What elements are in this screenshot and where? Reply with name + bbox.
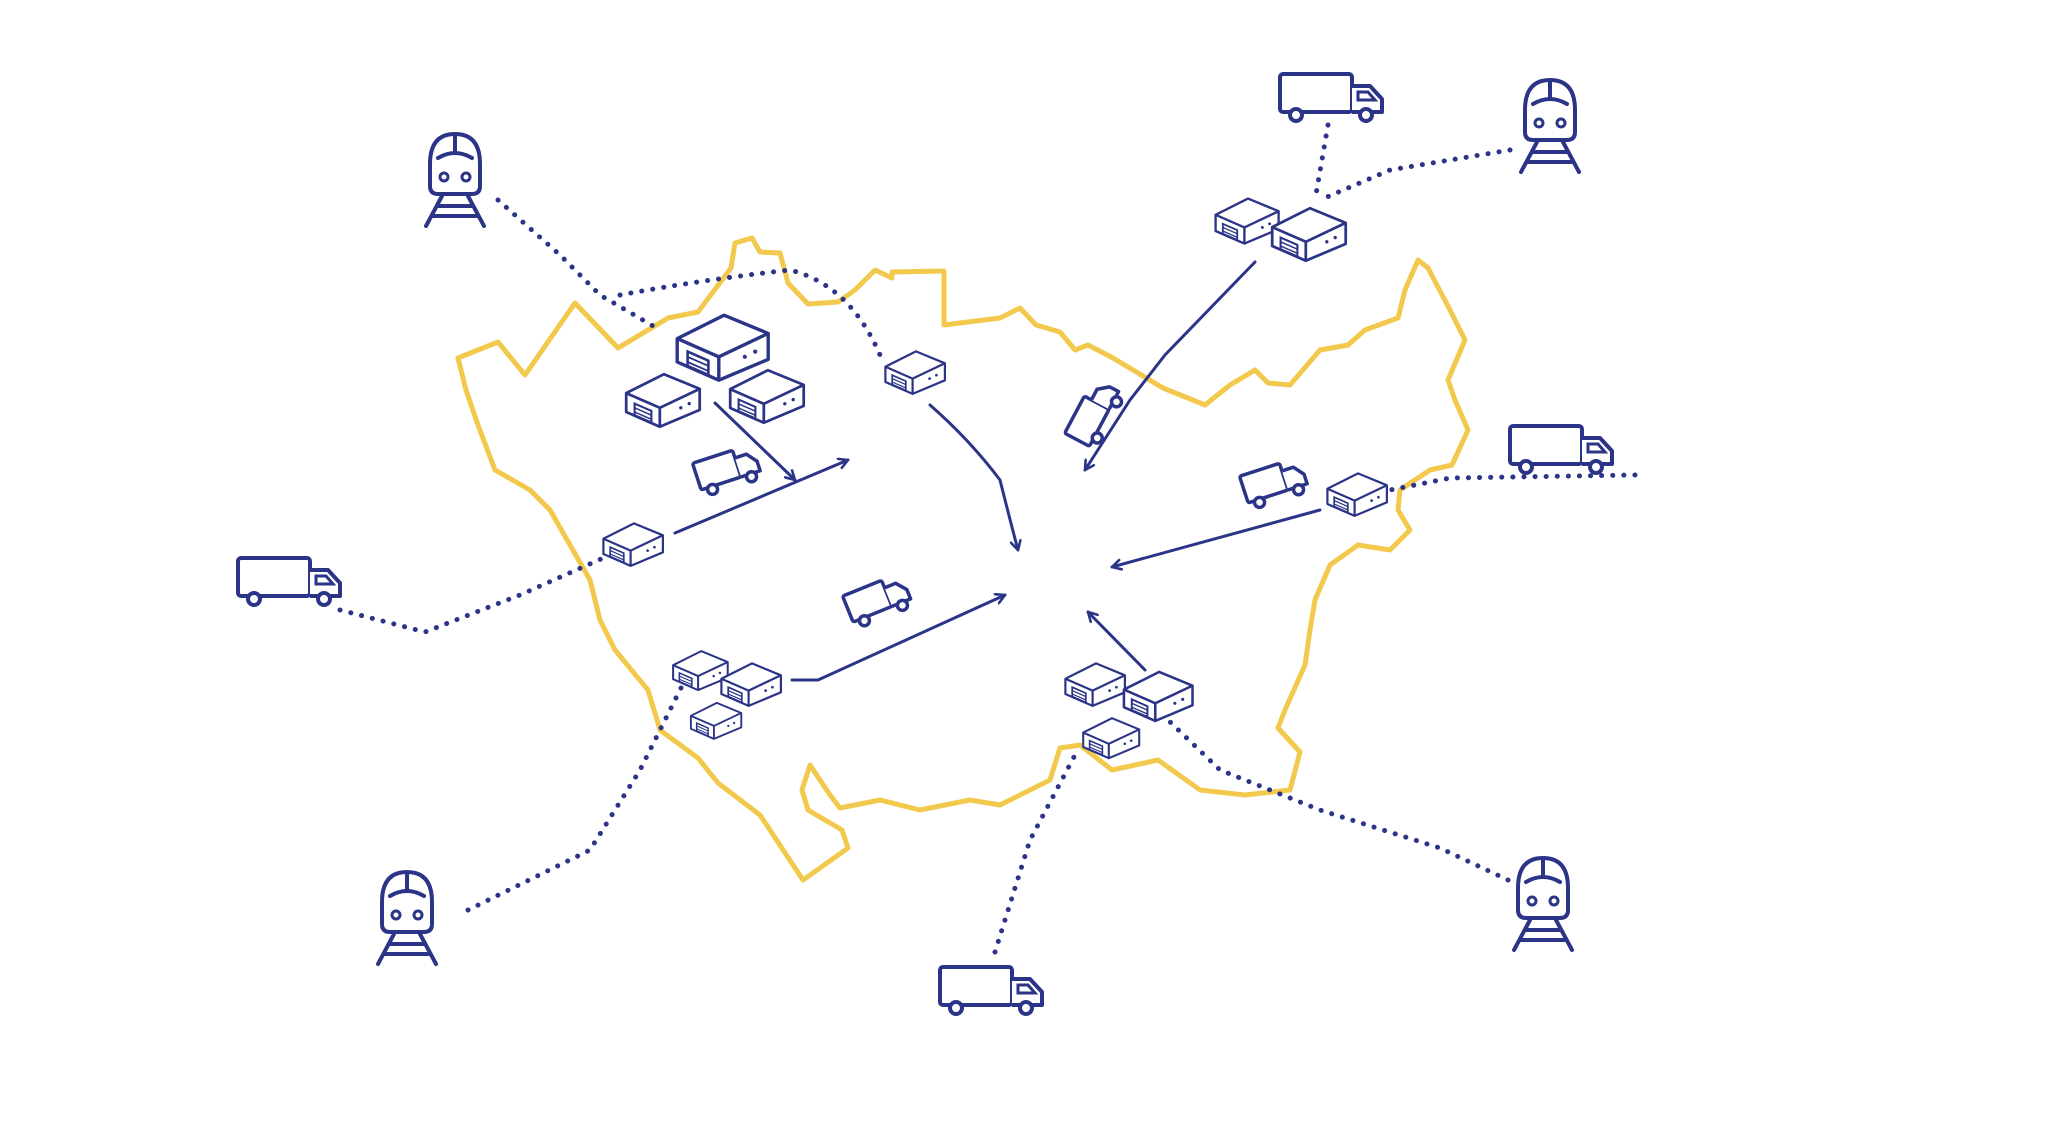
dotted-link-truck-south	[992, 752, 1078, 955]
arrow-cluster-sw	[790, 595, 1007, 682]
dotted-link-train-ne	[1317, 147, 1513, 203]
city-boundary	[455, 235, 1471, 883]
external-dotted-connections	[337, 122, 1638, 955]
arrow-cluster-ne	[1083, 260, 1257, 472]
dotted-link-truck-top	[1312, 122, 1331, 203]
arrow-west	[673, 460, 850, 535]
dotted-link-truck-west	[337, 552, 613, 635]
delivery-truck-icon	[690, 376, 1312, 632]
arrow-east	[1110, 508, 1322, 567]
dotted-link-train-nw-north	[617, 267, 883, 358]
arrow-cluster-nw	[713, 401, 797, 482]
dotted-link-train-se	[1165, 717, 1511, 883]
arrow-cluster-se	[1086, 610, 1147, 672]
arrow-north	[928, 403, 1018, 552]
internal-arrows	[673, 260, 1322, 682]
dotted-link-train-sw	[465, 667, 693, 913]
dotted-link-truck-east	[1377, 472, 1638, 495]
dotted-link-train-nw	[495, 197, 663, 333]
